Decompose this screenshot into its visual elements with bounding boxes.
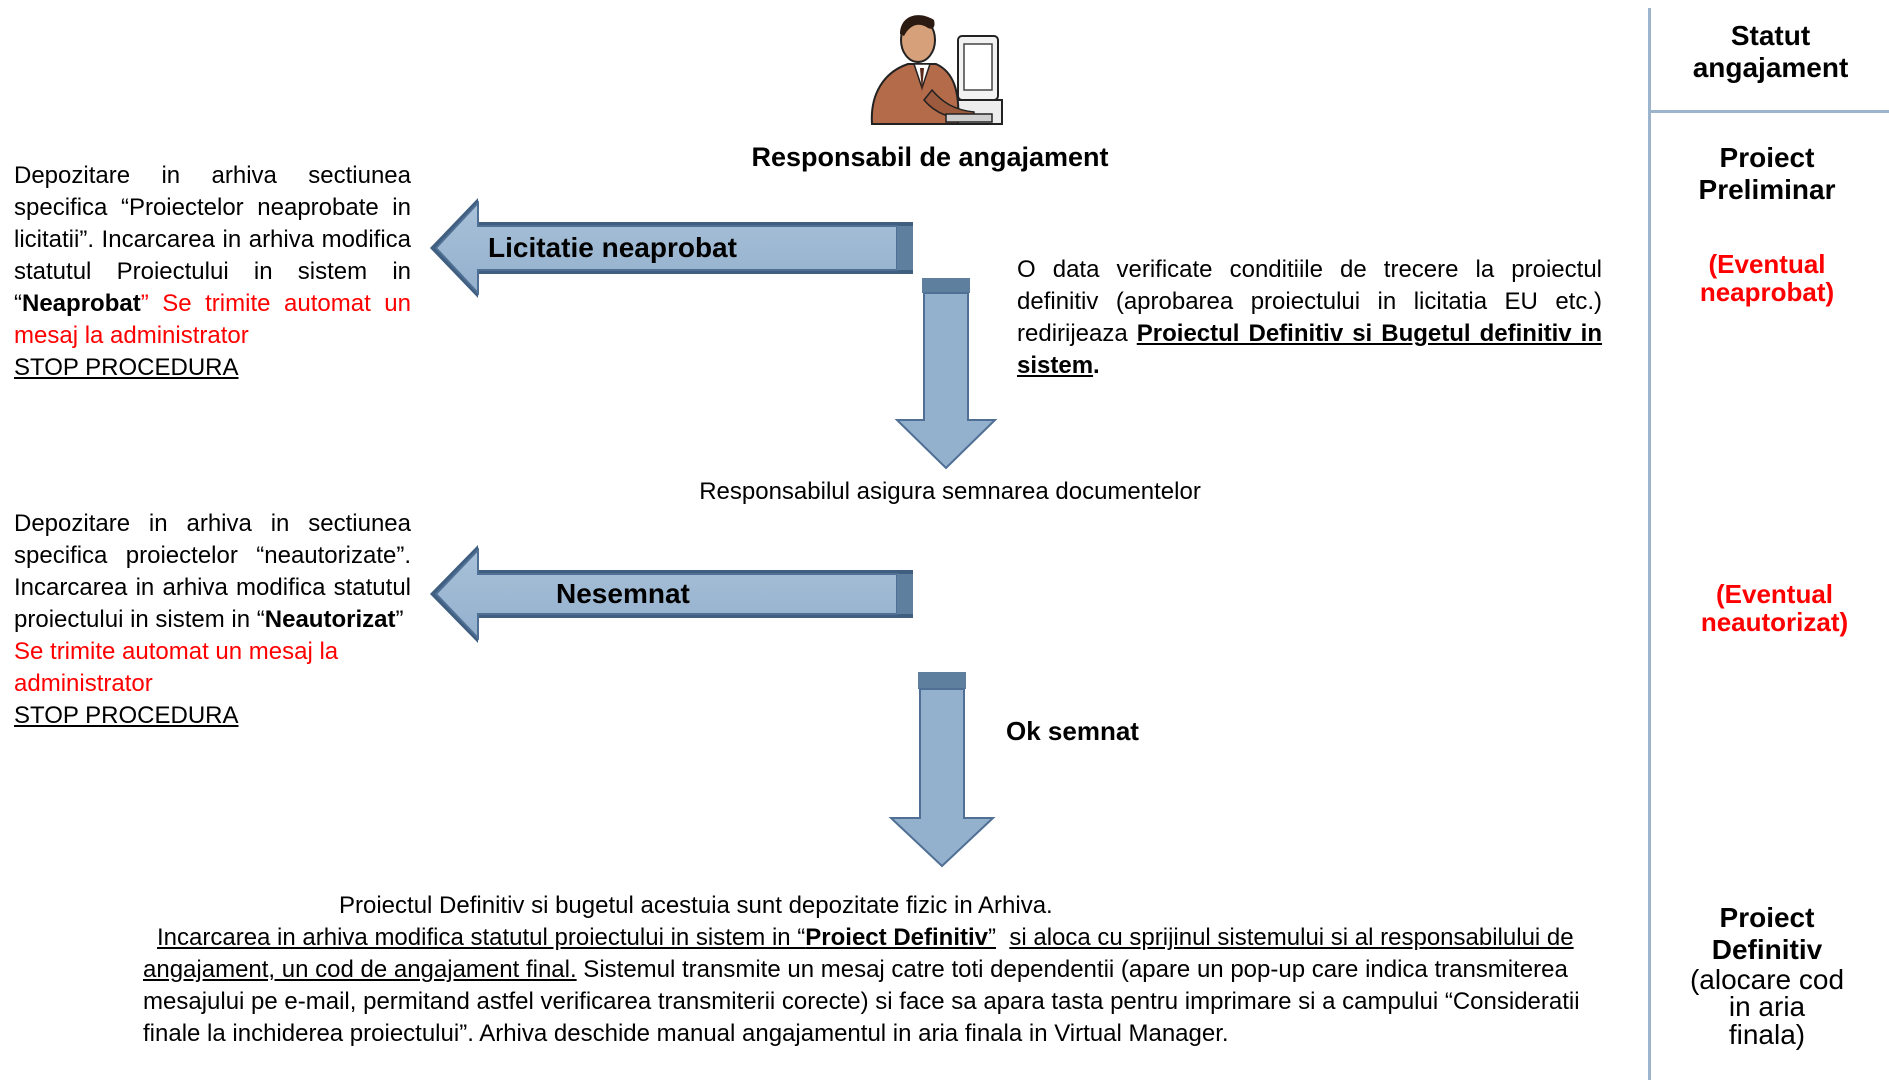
person-at-computer-icon [870,15,1003,125]
status-column-title: Statut angajament [1652,20,1889,84]
status-title-line2: angajament [1692,52,1849,83]
left-block-1-bold: Neaprobat [22,290,141,317]
status-eventual-neautorizat: (Eventual neautorizat) [1652,580,1889,636]
left-block-neautorizat: Depozitare in arhiva in sectiunea specif… [14,508,411,732]
bottom-underline-bold: Proiect Definitiv [805,924,988,951]
right-note-text: O data verificate conditiile de trecere … [1017,256,1602,347]
status-preliminar-line1: Proiect [1719,142,1815,173]
left-block-2-quote: ” [395,606,404,633]
bottom-underline-1: Incarcarea in arhiva modifica statutul p… [157,924,806,951]
status-definitiv-line5: finala) [1728,1019,1806,1050]
arrow-down-ok-semnat [888,672,996,868]
bottom-underline-3: si aloca cu sprijinul sistemului si al r… [143,924,1574,983]
left-block-2-stop: STOP PROCEDURA [14,702,239,729]
arrow-down-verificare [894,278,998,470]
status-column-divider [1648,8,1651,1080]
arrow-label-licitatie-neaprobat: Licitatie neaprobat [488,232,737,263]
bottom-line-1: Proiectul Definitiv si bugetul acestuia … [339,892,1053,919]
left-block-1-red: Se trimite automat un mesaj la administr… [14,290,411,349]
status-header-divider [1648,110,1889,113]
status-title-line1: Statut [1730,20,1811,51]
left-block-neaprobat: Depozitare in arhiva sectiunea specifica… [14,160,411,384]
left-block-1-stop: STOP PROCEDURA [14,354,239,381]
status-proiect-preliminar: Proiect Preliminar [1652,142,1882,206]
left-block-2-text: Depozitare in arhiva in sectiunea specif… [14,510,411,633]
arrow-nesemnat [430,545,913,643]
status-proiect-definitiv: Proiect Definitiv (alocare cod in aria f… [1652,902,1882,1050]
right-note-definitiv: O data verificate conditiile de trecere … [1017,254,1602,382]
left-block-2-bold: Neautorizat [264,606,396,633]
status-neautorizat-line1: (Eventual [1715,579,1834,609]
right-note-dot: . [1093,352,1100,379]
status-preliminar-line2: Preliminar [1698,174,1836,205]
status-eventual-neaprobat: (Eventual neaprobat) [1652,250,1882,306]
left-block-1-text: Depozitare in arhiva sectiunea specifica… [14,162,411,317]
left-block-1-quote: ” [140,290,163,317]
bottom-rest: Sistemul transmite un mesaj catre toti d… [143,956,1580,1047]
bottom-underline-2: ” [988,924,996,951]
status-definitiv-line2: Definitiv [1711,934,1823,965]
role-title: Responsabil de angajament [751,142,1109,172]
status-definitiv-line4: in aria [1728,991,1806,1022]
arrow-licitatie-neaprobat [430,198,913,298]
bottom-paragraph: Incarcarea in arhiva modifica statutul p… [143,922,1621,1050]
status-neaprobat-line1: (Eventual [1708,249,1826,279]
bottom-block-definitiv: Proiectul Definitiv si bugetul acestuia … [143,890,1621,1050]
status-definitiv-line1: Proiect [1719,902,1815,933]
status-definitiv-line3: (alocare cod [1689,964,1845,995]
arrow-label-ok-semnat: Ok semnat [1006,716,1139,746]
middle-note-semnare: Responsabilul asigura semnarea documente… [699,478,1201,505]
arrow-label-nesemnat: Nesemnat [556,578,690,609]
left-block-2-red: Se trimite automat un mesaj la administr… [14,638,339,697]
status-neaprobat-line2: neaprobat) [1699,277,1835,307]
right-note-bold: Proiectul Definitiv si Bugetul definitiv… [1017,320,1603,379]
status-neautorizat-line2: neautorizat) [1700,607,1849,637]
